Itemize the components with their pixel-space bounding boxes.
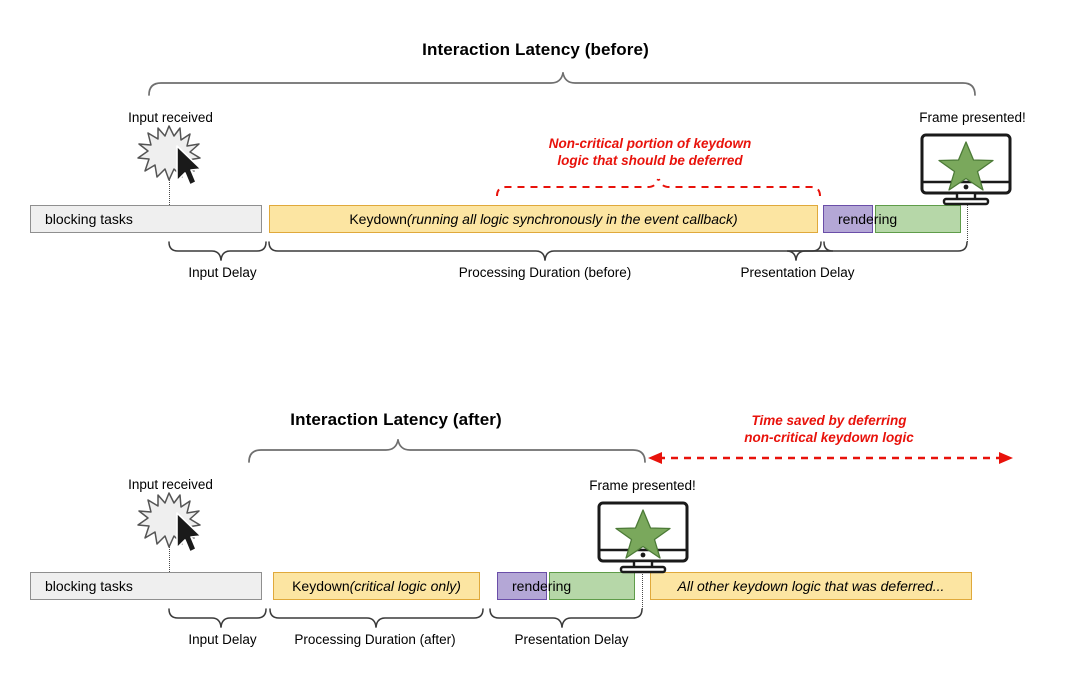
before-phase-presentation-delay: Presentation Delay: [740, 265, 855, 280]
after-main-brace: [248, 439, 646, 463]
before-bar-keydown-label: Keydown: [349, 211, 407, 227]
before-input-received-label: Input received: [128, 110, 213, 125]
after-rendering-label: rendering: [512, 578, 572, 594]
before-bar-blocking-tasks[interactable]: blocking tasks: [30, 205, 262, 233]
after-red-annotation-line1: Time saved by deferring: [751, 413, 907, 428]
before-phase-processing-duration: Processing Duration (before): [458, 265, 632, 280]
star-icon: [615, 509, 671, 559]
after-monitor-star-icon: [597, 501, 689, 574]
after-bar-deferred-work[interactable]: All other keydown logic that was deferre…: [650, 572, 972, 600]
mouse-cursor-icon: [176, 145, 202, 186]
star-icon: [938, 141, 994, 191]
before-bar-keydown[interactable]: Keydown (running all logic synchronously…: [269, 205, 818, 233]
after-phase-braces: [168, 608, 643, 628]
before-monitor-star-icon: [920, 133, 1012, 206]
after-bar-deferred-work-label: All other keydown logic that was deferre…: [677, 578, 945, 594]
after-frame-presented-label: Frame presented!: [589, 478, 696, 493]
before-bar-render[interactable]: [875, 205, 961, 233]
after-red-annotation-line2: non-critical keydown logic: [744, 429, 914, 445]
mouse-cursor-icon: [176, 512, 202, 553]
after-phase-processing-duration: Processing Duration (after): [294, 632, 456, 647]
before-bar-pre-render[interactable]: [823, 205, 873, 233]
after-diagram-title: Interaction Latency (after): [290, 410, 502, 429]
before-frame-presented-label: Frame presented!: [919, 110, 1026, 125]
before-phase-braces: [168, 241, 968, 261]
before-main-brace: [148, 72, 976, 96]
before-red-annotation-line1: Non-critical portion of keydown: [548, 136, 752, 151]
before-frame-guide-line: [967, 190, 968, 242]
after-frame-guide-line: [642, 557, 643, 609]
before-diagram-title: Interaction Latency (before): [422, 40, 649, 59]
after-bar-keydown-label: Keydown: [292, 578, 350, 594]
after-bar-pre-render[interactable]: [497, 572, 547, 600]
before-red-annotation: Non-critical portion of keydown logic th…: [470, 136, 830, 170]
before-rendering-label: rendering: [838, 211, 898, 227]
before-input-guide-line: [169, 152, 170, 207]
after-bar-keydown[interactable]: Keydown (critical logic only): [273, 572, 480, 600]
after-phase-input-delay: Input Delay: [188, 632, 257, 647]
after-bar-keydown-sublabel: (critical logic only): [349, 578, 461, 594]
after-bar-blocking-tasks[interactable]: blocking tasks: [30, 572, 262, 600]
after-bar-render[interactable]: [549, 572, 635, 600]
after-input-received-label: Input received: [128, 477, 213, 492]
after-red-annotation: Time saved by deferring non-critical key…: [648, 413, 1010, 447]
after-input-guide-line: [169, 519, 170, 574]
after-phase-presentation-delay: Presentation Delay: [514, 632, 629, 647]
before-red-annotation-line2: logic that should be deferred: [557, 152, 743, 168]
before-red-dashed-brace: [496, 178, 821, 197]
before-bar-keydown-sublabel: (running all logic synchronously in the …: [406, 211, 738, 227]
before-phase-input-delay: Input Delay: [188, 265, 257, 280]
after-time-saved-arrow: [648, 452, 1013, 464]
